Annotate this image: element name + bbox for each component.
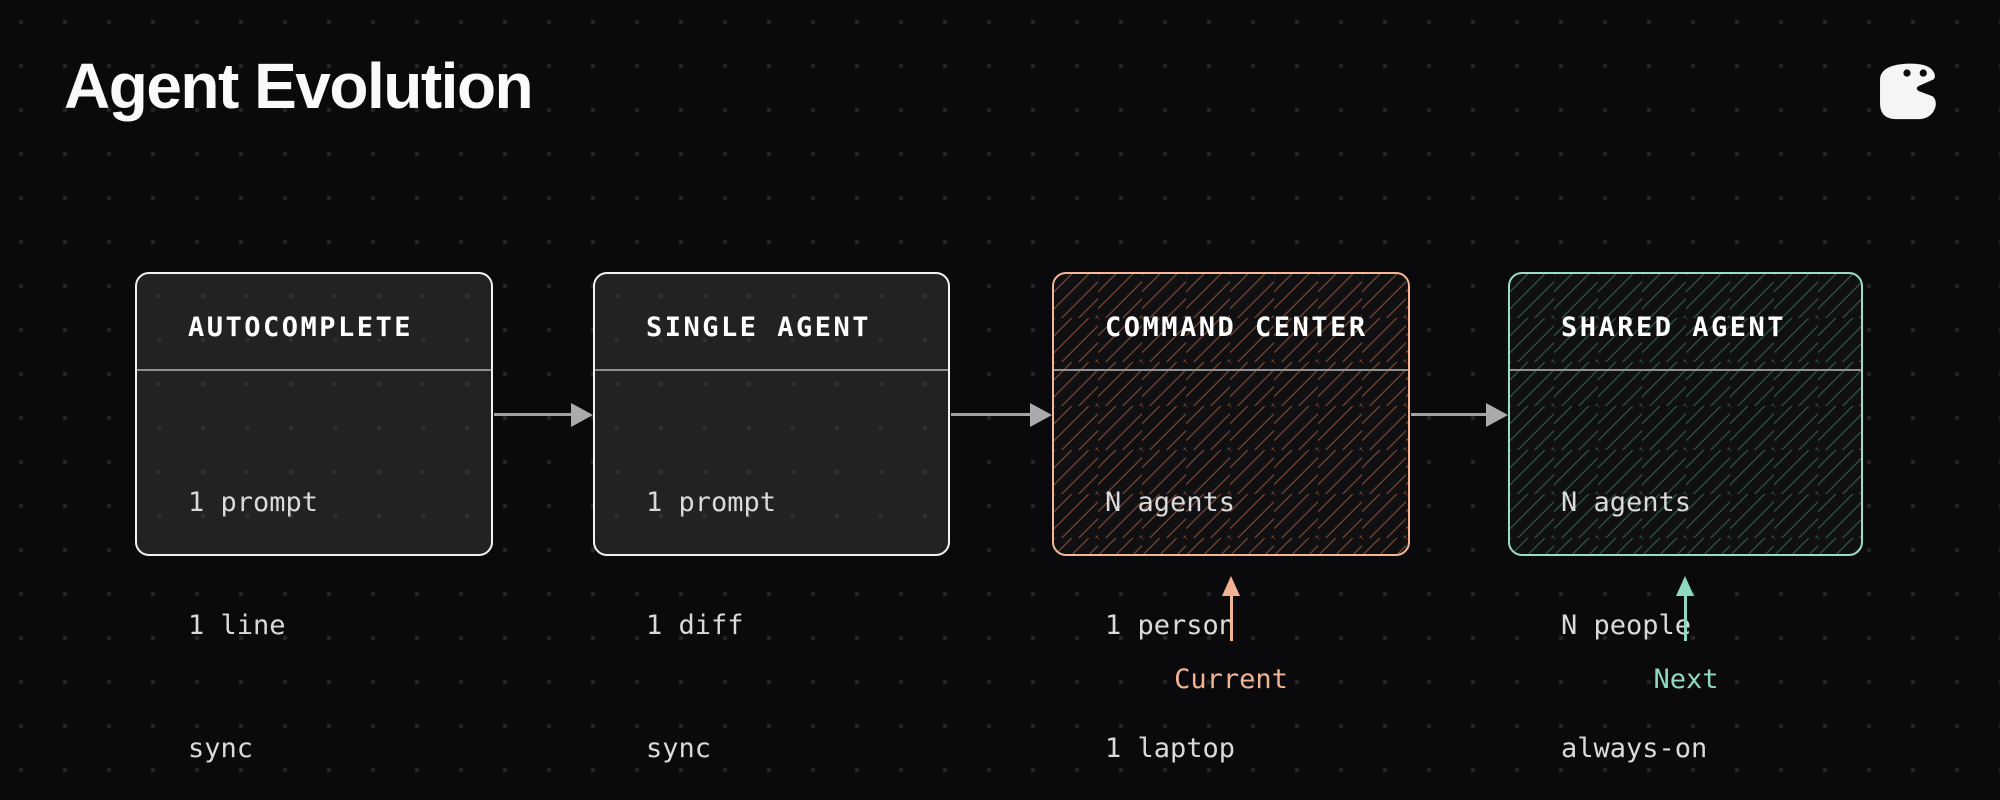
box-header: SINGLE AGENT xyxy=(595,274,948,371)
box-line: sync xyxy=(646,733,712,764)
box-command-center: COMMAND CENTER N agents 1 person 1 lapto… xyxy=(1052,272,1410,764)
box-body: N agents 1 person 1 laptop xyxy=(1054,371,1408,800)
arrow-up-shaft xyxy=(1229,593,1233,641)
arrow-right-head-icon xyxy=(571,403,593,427)
box-title: SINGLE AGENT xyxy=(646,312,872,343)
box-line: 1 prompt xyxy=(646,487,777,518)
box-body: 1 prompt 1 line sync xyxy=(137,371,491,800)
box-header: SHARED AGENT xyxy=(1510,274,1861,371)
pointer-label-next: Next xyxy=(1653,664,1719,695)
box-line: always-on xyxy=(1561,733,1708,764)
box-title: COMMAND CENTER xyxy=(1105,312,1368,343)
arrow-right-icon xyxy=(951,413,1032,416)
arrow-right-icon xyxy=(1411,413,1487,416)
box-body: N agents N people always-on xyxy=(1510,371,1861,800)
box-single-agent: SINGLE AGENT 1 prompt 1 diff sync xyxy=(593,272,950,764)
pointer-label-current: Current xyxy=(1174,664,1288,695)
box-line: N people xyxy=(1561,610,1692,641)
box-body: 1 prompt 1 diff sync xyxy=(595,371,948,800)
arrow-right-head-icon xyxy=(1030,403,1052,427)
arrow-up-shaft xyxy=(1684,593,1687,641)
page-title: Agent Evolution xyxy=(64,50,534,122)
box-line: 1 laptop xyxy=(1105,733,1236,764)
arrow-right-head-icon xyxy=(1486,403,1508,427)
box-line: 1 prompt xyxy=(188,487,319,518)
box-line: 1 person xyxy=(1105,610,1236,641)
box-title: SHARED AGENT xyxy=(1561,312,1787,343)
claude-mascot-icon xyxy=(1878,61,1936,121)
box-line: 1 line xyxy=(188,610,286,641)
box-shared-agent: SHARED AGENT N agents N people always-on xyxy=(1508,272,1863,764)
box-header: COMMAND CENTER xyxy=(1054,274,1408,371)
arrow-right-icon xyxy=(494,413,574,416)
arrow-up-icon xyxy=(1676,576,1694,596)
box-autocomplete: AUTOCOMPLETE 1 prompt 1 line sync xyxy=(135,272,493,764)
box-line: 1 diff xyxy=(646,610,744,641)
box-line: N agents xyxy=(1105,487,1236,518)
box-header: AUTOCOMPLETE xyxy=(137,274,491,371)
box-line: N agents xyxy=(1561,487,1692,518)
box-line: sync xyxy=(188,733,254,764)
arrow-up-icon xyxy=(1221,576,1240,596)
box-title: AUTOCOMPLETE xyxy=(188,312,414,343)
